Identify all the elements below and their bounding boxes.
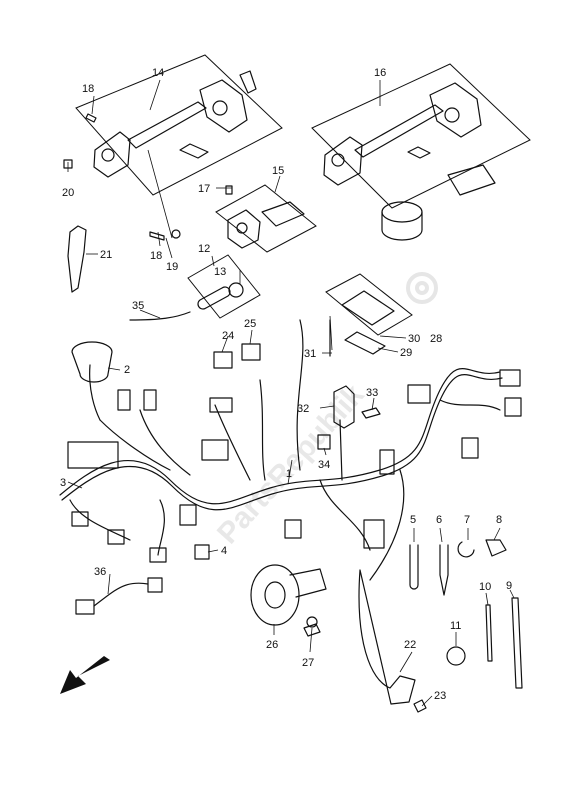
label-17: 17 (198, 183, 210, 195)
label-1: 1 (286, 468, 292, 480)
label-23: 23 (434, 690, 446, 702)
label-33: 33 (366, 387, 378, 399)
label-18b: 18 (150, 250, 162, 262)
label-22: 22 (404, 639, 416, 651)
clamps-drawing (409, 539, 523, 689)
label-3: 3 (60, 477, 66, 489)
label-15: 15 (272, 165, 284, 177)
label-13: 13 (214, 266, 226, 278)
label-7: 7 (464, 514, 470, 526)
label-36: 36 (94, 566, 106, 578)
horn-drawing (250, 564, 327, 628)
screws-drawing (63, 113, 427, 713)
label-18a: 18 (82, 83, 94, 95)
bolt-drawing (361, 407, 381, 419)
leader-lines (67, 79, 515, 707)
steering-lock-box (215, 184, 317, 253)
label-14: 14 (152, 67, 164, 79)
label-11: 11 (450, 620, 461, 632)
label-32: 32 (297, 403, 309, 415)
lock-set-box (311, 63, 531, 241)
label-8: 8 (496, 514, 502, 526)
label-12: 12 (198, 243, 210, 255)
label-16: 16 (374, 67, 386, 79)
ignition-switch-set-box (75, 54, 283, 196)
label-6: 6 (436, 514, 442, 526)
label-25: 25 (244, 318, 256, 330)
label-31: 31 (304, 348, 316, 360)
label-28: 28 (430, 333, 442, 345)
watermark-gear-icon (406, 272, 438, 304)
connectors-drawing (67, 343, 522, 615)
label-21: 21 (100, 249, 112, 261)
label-27: 27 (302, 657, 314, 669)
label-5: 5 (410, 514, 416, 526)
label-4: 4 (221, 545, 227, 557)
main-wiring-harness-drawing (59, 311, 503, 581)
stand-switch-drawing (333, 385, 355, 481)
label-34: 34 (318, 459, 330, 471)
label-26: 26 (266, 639, 278, 651)
direction-arrow-icon (60, 656, 110, 694)
label-20: 20 (62, 187, 74, 199)
callout-labels: 1 2 3 4 5 6 7 8 9 10 11 12 13 14 15 16 1… (60, 67, 512, 702)
label-19: 19 (166, 261, 178, 273)
ignition-switch-drawing (93, 70, 257, 178)
sensor-drawing (358, 569, 416, 705)
handlebar-switch-drawing (71, 341, 113, 383)
seat-lock-box (187, 254, 261, 319)
label-9: 9 (506, 580, 512, 592)
label-30: 30 (408, 333, 420, 345)
relay-bracket-box (325, 273, 413, 355)
label-24: 24 (222, 330, 234, 342)
label-10: 10 (479, 581, 491, 593)
label-2: 2 (124, 364, 130, 376)
label-29: 29 (400, 347, 412, 359)
key-drawing (67, 225, 87, 293)
label-35: 35 (132, 300, 144, 312)
lock-set-drawing (323, 82, 496, 241)
